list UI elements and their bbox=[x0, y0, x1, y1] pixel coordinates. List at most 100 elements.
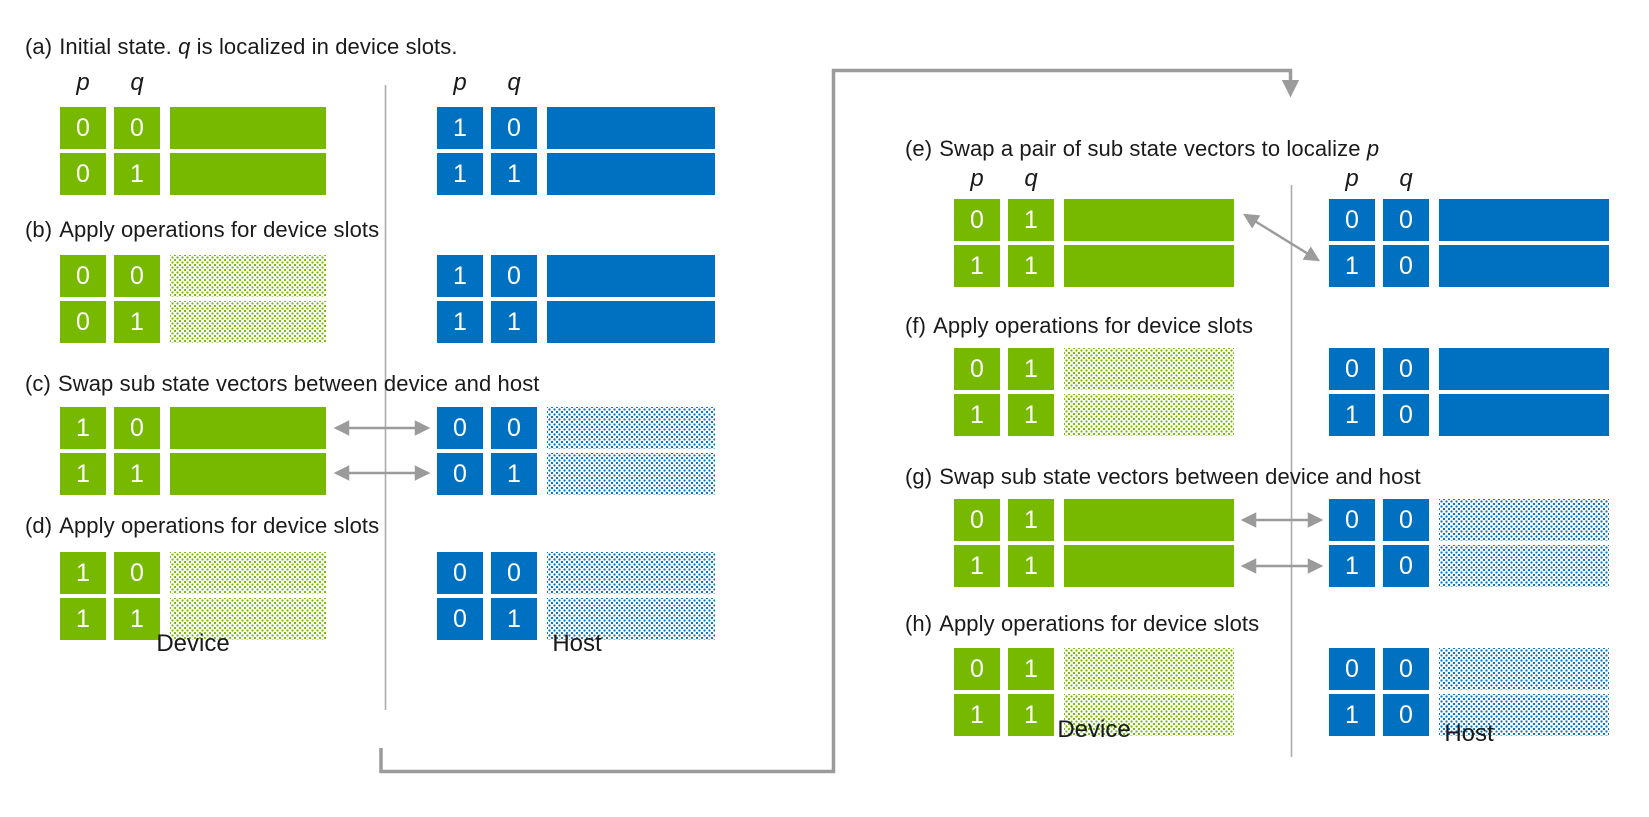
q-bit-cell: 0 bbox=[1383, 648, 1429, 690]
sub-state-vector-bar-hatched bbox=[170, 255, 326, 297]
col-header-p: p bbox=[970, 165, 984, 192]
sub-state-vector-bar-solid bbox=[547, 255, 715, 297]
p-bit-cell: 1 bbox=[60, 453, 106, 495]
q-bit-cell: 1 bbox=[1008, 545, 1054, 587]
q-bit-cell: 1 bbox=[491, 301, 537, 343]
sub-state-vector-bar-hatched bbox=[1439, 648, 1609, 690]
sub-state-vector-bar-hatched bbox=[1064, 348, 1234, 390]
sub-state-vector-bar-hatched bbox=[1439, 545, 1609, 587]
sub-state-vector-bar-solid bbox=[170, 407, 326, 449]
p-bit-cell: 0 bbox=[954, 499, 1000, 541]
q-bit-cell: 0 bbox=[491, 107, 537, 149]
p-bit-cell: 1 bbox=[437, 107, 483, 149]
p-bit-cell: 0 bbox=[60, 255, 106, 297]
sub-state-vector-bar-solid bbox=[547, 153, 715, 195]
sub-state-vector-bar-hatched bbox=[547, 453, 715, 495]
p-bit-cell: 1 bbox=[954, 245, 1000, 287]
p-bit-cell: 0 bbox=[437, 407, 483, 449]
p-bit-cell: 0 bbox=[1329, 348, 1375, 390]
p-bit-cell: 1 bbox=[60, 598, 106, 640]
q-bit-cell: 1 bbox=[1008, 394, 1054, 436]
sub-state-vector-bar-solid bbox=[547, 107, 715, 149]
step-g-title: (g)Swap sub state vectors between device… bbox=[905, 464, 1421, 489]
col-header-p: p bbox=[453, 69, 467, 96]
p-bit-cell: 0 bbox=[60, 301, 106, 343]
sub-state-vector-bar-solid bbox=[1064, 545, 1234, 587]
q-bit-cell: 0 bbox=[1383, 245, 1429, 287]
col-header-p: p bbox=[76, 69, 90, 96]
p-bit-cell: 1 bbox=[437, 255, 483, 297]
p-bit-cell: 1 bbox=[954, 545, 1000, 587]
sub-state-vector-bar-solid bbox=[1439, 199, 1609, 241]
q-bit-cell: 0 bbox=[491, 255, 537, 297]
q-bit-cell: 1 bbox=[114, 153, 160, 195]
step-c-label: (c) bbox=[25, 371, 51, 396]
q-bit-cell: 0 bbox=[114, 552, 160, 594]
p-bit-cell: 1 bbox=[954, 394, 1000, 436]
p-bit-cell: 1 bbox=[60, 552, 106, 594]
sub-state-vector-bar-solid bbox=[1064, 499, 1234, 541]
q-bit-cell: 1 bbox=[114, 598, 160, 640]
swap-arrow-e-diagonal bbox=[1243, 213, 1320, 262]
sub-state-vector-bar-solid bbox=[1439, 394, 1609, 436]
step-d-label: (d) bbox=[25, 513, 53, 538]
step-b-label: (b) bbox=[25, 217, 53, 242]
q-bit-cell: 0 bbox=[1383, 394, 1429, 436]
step-d-title: (d)Apply operations for device slots bbox=[25, 513, 380, 538]
p-bit-cell: 0 bbox=[437, 598, 483, 640]
p-bit-cell: 1 bbox=[437, 153, 483, 195]
sub-state-vector-bar-hatched bbox=[547, 598, 715, 640]
q-bit-cell: 1 bbox=[114, 301, 160, 343]
step-h-title: (h)Apply operations for device slots bbox=[905, 611, 1260, 636]
p-bit-cell: 1 bbox=[1329, 545, 1375, 587]
q-bit-cell: 0 bbox=[114, 407, 160, 449]
step-a-title: (a)Initial state. q is localized in devi… bbox=[25, 34, 458, 59]
sub-state-vector-bar-hatched bbox=[170, 552, 326, 594]
q-bit-cell: 1 bbox=[1008, 499, 1054, 541]
p-bit-cell: 0 bbox=[1329, 199, 1375, 241]
q-bit-cell: 0 bbox=[1383, 199, 1429, 241]
p-bit-cell: 1 bbox=[60, 407, 106, 449]
q-bit-cell: 1 bbox=[491, 453, 537, 495]
sub-state-vector-bar-solid bbox=[170, 107, 326, 149]
col-header-q: q bbox=[1024, 165, 1038, 192]
q-bit-cell: 1 bbox=[1008, 694, 1054, 736]
col-header-q: q bbox=[130, 69, 144, 96]
q-bit-cell: 0 bbox=[114, 255, 160, 297]
left-device-label: Device bbox=[156, 630, 230, 657]
q-bit-cell: 0 bbox=[491, 407, 537, 449]
sub-state-vector-bar-hatched bbox=[170, 598, 326, 640]
sub-state-vector-bar-hatched bbox=[547, 552, 715, 594]
sub-state-vector-bar-solid bbox=[547, 301, 715, 343]
q-bit-cell: 1 bbox=[491, 153, 537, 195]
q-bit-cell: 1 bbox=[114, 453, 160, 495]
left-host-label: Host bbox=[552, 630, 602, 657]
sub-state-vector-bar-solid bbox=[1064, 199, 1234, 241]
step-f-title: (f)Apply operations for device slots bbox=[905, 313, 1254, 338]
sub-state-vector-bar-solid bbox=[1064, 245, 1234, 287]
p-bit-cell: 1 bbox=[437, 301, 483, 343]
step-e-title: (e)Swap a pair of sub state vectors to l… bbox=[905, 136, 1380, 161]
sub-state-vector-bar-hatched bbox=[1064, 648, 1234, 690]
